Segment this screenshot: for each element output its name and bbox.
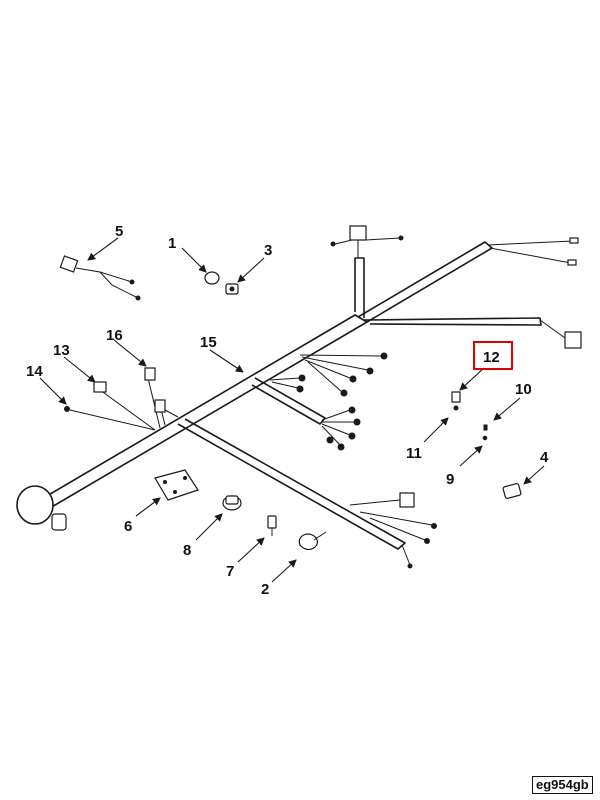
callout-2: 2 — [261, 581, 269, 598]
callout-16: 16 — [106, 327, 123, 344]
lower-branch-breakouts — [349, 492, 437, 569]
part-6-bracket-plate — [154, 469, 199, 501]
part-4-relay — [502, 482, 522, 500]
part-10-pin — [483, 424, 488, 431]
part-11-nut — [453, 405, 459, 411]
top-branch-connector — [330, 225, 404, 258]
callout-11: 11 — [406, 445, 422, 462]
callout-12: 12 — [483, 349, 500, 366]
callout-9: 9 — [446, 471, 454, 488]
part-9-washer — [482, 435, 488, 441]
callout-8: 8 — [183, 542, 191, 559]
figure-reference-code: eg954gb — [532, 776, 593, 794]
callout-1: 1 — [168, 235, 176, 252]
callout-5: 5 — [115, 223, 123, 240]
callout-14: 14 — [26, 363, 43, 380]
callout-3: 3 — [264, 242, 272, 259]
part-7-sensor — [267, 515, 277, 536]
upper-right-branch-wires — [487, 237, 582, 349]
callout-15: 15 — [200, 334, 217, 351]
middle-branch-breakouts — [269, 352, 388, 451]
round-connector-body — [16, 485, 67, 531]
part-2-clamp — [298, 531, 327, 550]
callout-13: 13 — [53, 342, 70, 359]
callout-12-highlight-box — [473, 341, 513, 370]
part-3-sensor — [225, 283, 239, 295]
callout-6: 6 — [124, 518, 132, 535]
main-harness-trunk — [39, 241, 542, 550]
callout-labels: 5 1 3 16 13 14 15 12 10 11 9 4 6 8 7 2 — [26, 223, 549, 598]
part-1-grommet — [204, 271, 220, 285]
callout-4: 4 — [540, 449, 549, 466]
part-5-sensor-cable — [59, 255, 141, 301]
leader-arrows — [39, 237, 545, 583]
callout-7: 7 — [226, 563, 234, 580]
part-12-connector — [451, 391, 461, 403]
left-breakouts — [64, 367, 179, 431]
part-8-switch — [222, 495, 242, 511]
callout-10: 10 — [515, 381, 532, 398]
